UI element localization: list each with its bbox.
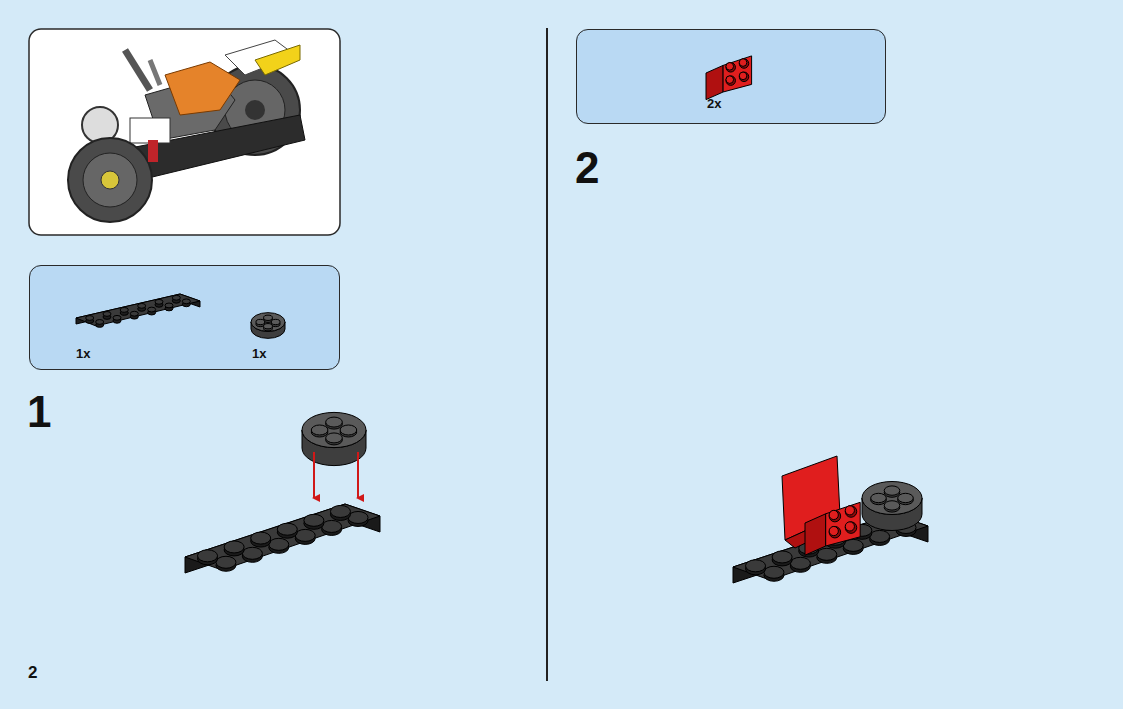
stud: [148, 307, 156, 312]
stud: [326, 417, 343, 427]
stud: [739, 72, 749, 82]
bracket-face: [723, 56, 752, 92]
arrow: [313, 452, 315, 498]
stud: [103, 312, 111, 317]
stud: [726, 63, 736, 73]
stud: [251, 532, 271, 544]
stud: [269, 538, 289, 550]
round-plate: [862, 482, 922, 515]
stud: [845, 506, 854, 515]
stud: [829, 526, 838, 535]
stud: [764, 566, 784, 578]
stud: [120, 307, 128, 312]
stud: [739, 72, 747, 80]
stud: [843, 539, 863, 551]
stud: [271, 319, 280, 324]
bracket-face: [826, 502, 861, 546]
stud: [295, 529, 315, 541]
plate-top: [185, 504, 380, 570]
motorcycle: [68, 40, 305, 222]
stud: [739, 59, 747, 67]
stud: [829, 510, 841, 522]
step-number: 2: [575, 146, 599, 190]
stud: [264, 324, 273, 329]
bracket-side: [706, 65, 723, 99]
parts-panel: 2x: [576, 29, 886, 124]
stud: [884, 486, 900, 495]
stud: [739, 59, 749, 69]
part-count: 1x: [76, 346, 90, 361]
round-plate: [251, 313, 285, 332]
stud: [165, 303, 173, 308]
stud: [182, 299, 190, 304]
stud: [845, 522, 854, 531]
stud: [884, 501, 900, 510]
stud: [130, 311, 138, 316]
stud: [726, 76, 734, 84]
bracket-side: [805, 514, 826, 555]
stud: [216, 556, 236, 568]
stud: [870, 530, 890, 542]
round-plate: [251, 322, 285, 338]
stud: [304, 514, 324, 526]
stud: [311, 425, 328, 435]
stud: [242, 547, 262, 559]
part-count: 2x: [707, 96, 721, 111]
stud: [829, 510, 838, 519]
stud: [746, 560, 766, 572]
stud: [845, 522, 857, 534]
stud: [138, 303, 146, 308]
stud: [326, 433, 343, 443]
stud: [829, 526, 841, 538]
arrow: [357, 452, 359, 498]
stud: [348, 511, 368, 523]
stud: [198, 550, 218, 562]
stud: [817, 548, 837, 560]
round-plate: [302, 412, 366, 447]
stud: [264, 315, 273, 320]
stud: [772, 551, 792, 563]
part-count: 1x: [252, 346, 266, 361]
stud: [172, 295, 180, 300]
plate-top: [76, 294, 200, 326]
stud: [726, 76, 736, 86]
stud: [322, 520, 342, 532]
stud: [790, 557, 810, 569]
stud: [871, 493, 887, 502]
stud: [340, 425, 357, 435]
stud: [726, 63, 734, 71]
stud: [256, 319, 265, 324]
step-number: 1: [27, 390, 51, 434]
stud: [96, 320, 104, 325]
stud: [898, 493, 914, 502]
stud: [277, 523, 297, 535]
stud: [86, 316, 94, 321]
stud: [845, 506, 857, 518]
parts-panel: 1x 1x: [29, 265, 340, 370]
stud: [224, 541, 244, 553]
page-number: 2: [28, 664, 37, 681]
stud: [155, 299, 163, 304]
stud: [330, 505, 350, 517]
stud: [113, 315, 121, 320]
